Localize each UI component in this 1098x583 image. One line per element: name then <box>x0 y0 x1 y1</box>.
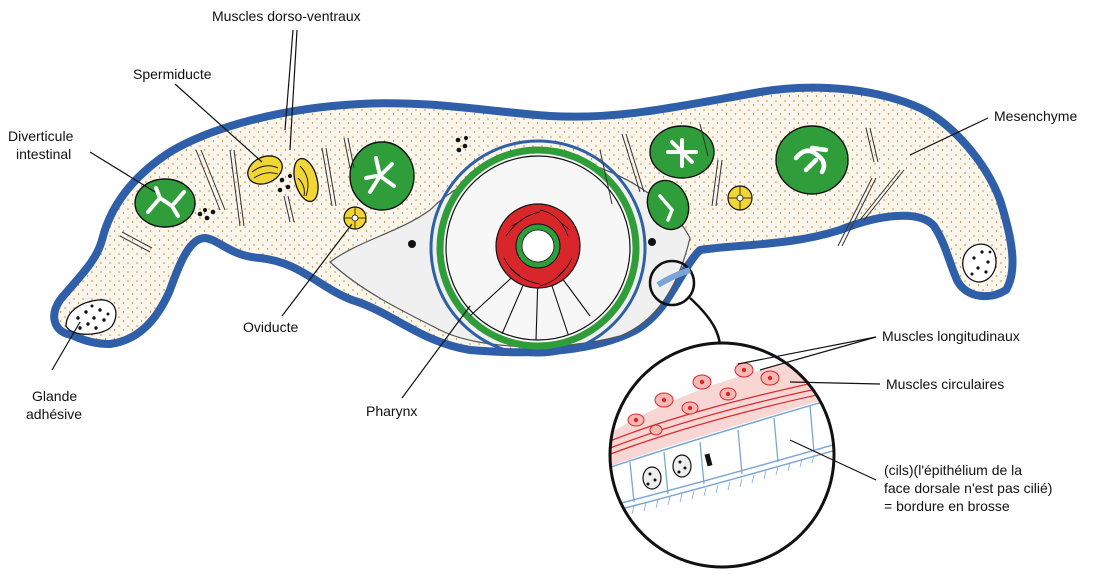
pharynx-lumen <box>521 229 555 263</box>
label-muscles-circulaires: Muscles circulaires <box>886 376 1005 392</box>
nerve-cord-right <box>648 238 656 246</box>
pharynx-sheath <box>429 139 647 357</box>
zoom-inset <box>608 341 836 569</box>
label-cils-line3: = bordure en brosse <box>884 498 1010 514</box>
label-glande-line1: Glande <box>32 388 78 404</box>
oviducte <box>343 185 753 230</box>
zoom-inset-border <box>608 341 836 569</box>
dorso-ventral-fibers <box>119 123 905 253</box>
nerve-cord-left <box>408 240 416 248</box>
label-cils-line1: (cils)(l'épithélium de la <box>884 462 1023 478</box>
label-cils-line2: face dorsale n'est pas cilié) <box>884 480 1053 496</box>
label-diverticule-line2: intestinal <box>16 146 72 162</box>
label-oviducte: Oviducte <box>243 319 299 335</box>
intestinal-diverticula <box>134 125 849 231</box>
label-glande-line2: adhésive <box>26 406 83 422</box>
label-muscles-longitudinaux: Muscles longitudinaux <box>882 328 1020 344</box>
zoom-source-circle <box>648 259 696 307</box>
leader-lines <box>51 29 989 481</box>
spermiducte <box>247 155 319 203</box>
label-muscles-dorso-ventraux: Muscles dorso-ventraux <box>212 8 361 24</box>
label-diverticule-line1: Diverticule <box>8 128 74 144</box>
granules <box>197 136 468 221</box>
label-mesenchyme: Mesenchyme <box>994 108 1078 124</box>
label-spermiducte: Spermiducte <box>133 66 212 82</box>
label-pharynx: Pharynx <box>366 403 418 419</box>
